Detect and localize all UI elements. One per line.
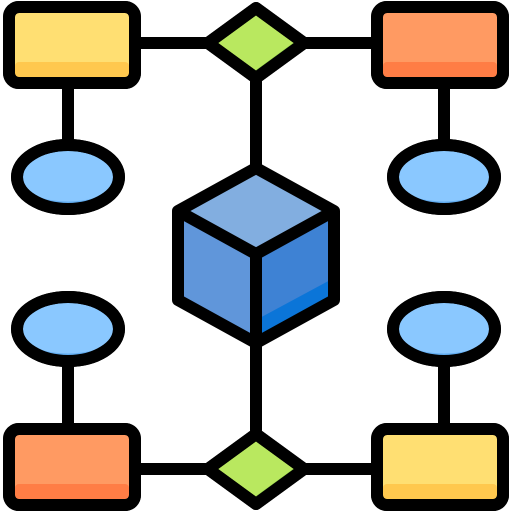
ellipse-outline [387,291,501,367]
rectangle-shade [383,484,497,499]
diamond-decision-icon [202,428,310,510]
rectangle-shade [383,62,497,77]
rectangle-shade [15,62,129,77]
rectangle-node-bottom-right [371,423,509,511]
node-outline [3,423,141,511]
rectangle-node-top-right [371,1,509,89]
ellipse-node-top-left [11,139,125,215]
rectangle-node-top-left [3,1,141,89]
node-outline [371,1,509,89]
connector-lines [62,37,450,475]
ellipse-node-bottom-right [387,291,501,367]
ellipse-node-top-right [387,139,501,215]
diamond-decision-icon [202,2,310,84]
rectangle-node-bottom-left [3,423,141,511]
cube-icon [172,162,340,349]
node-outline [371,423,509,511]
ellipse-node-bottom-left [11,291,125,367]
diamond-node-bottom [202,428,310,510]
cube-node-center [172,162,340,349]
ellipse-outline [387,139,501,215]
rectangle-shade [15,484,129,499]
ellipse-outline [11,291,125,367]
diamond-node-top [202,2,310,84]
ellipse-outline [11,139,125,215]
node-outline [3,1,141,89]
node-outline [202,428,310,510]
node-outline [202,2,310,84]
